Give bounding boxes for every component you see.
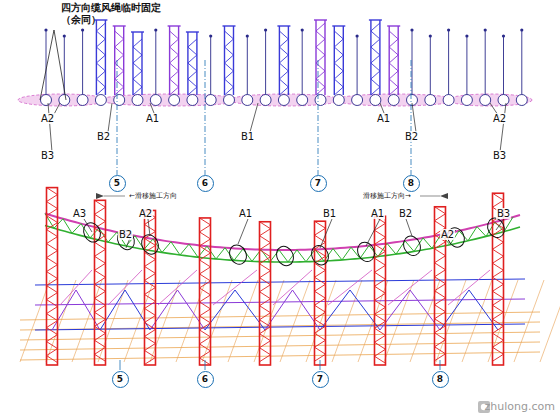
axis-number: 5 — [117, 374, 123, 384]
axis-number: 5 — [114, 178, 120, 188]
axis-circle: 5 — [109, 175, 126, 192]
member-label: A1 — [238, 208, 253, 219]
axis-number: 6 — [202, 374, 208, 384]
member-label: B2 — [404, 131, 419, 142]
member-label: A1 — [145, 113, 160, 124]
axis-circle: 6 — [197, 371, 214, 388]
member-label: A2 — [138, 208, 153, 219]
axis-number: 6 — [202, 178, 208, 188]
member-label: A3 — [72, 208, 87, 219]
axis-number: 8 — [408, 178, 414, 188]
member-label: A2 — [440, 229, 455, 240]
direction-label: ←滑移施工方向 — [128, 192, 178, 200]
member-label: A1 — [370, 208, 385, 219]
member-label: A2 — [40, 113, 55, 124]
member-label: A2 — [492, 113, 507, 124]
member-label: B3 — [496, 208, 511, 219]
axis-circle: 8 — [432, 371, 449, 388]
member-label: A1 — [376, 113, 391, 124]
callout-note: 四方向缆风绳临时固定（余同） — [60, 2, 166, 26]
axis-number: 8 — [437, 374, 443, 384]
member-label: B1 — [240, 131, 255, 142]
axis-circle: 5 — [112, 371, 129, 388]
member-label: B2 — [398, 208, 413, 219]
member-label: B1 — [322, 208, 337, 219]
axis-circle: 7 — [312, 371, 329, 388]
member-label: B2 — [118, 229, 133, 240]
member-label: B3 — [492, 150, 507, 161]
member-label: B2 — [96, 131, 111, 142]
axis-number: 7 — [315, 178, 321, 188]
axis-number: 7 — [317, 374, 323, 384]
axis-circle: 7 — [310, 175, 327, 192]
watermark: zhulong.com — [484, 401, 556, 412]
member-label: B3 — [40, 150, 55, 161]
axis-circle: 8 — [403, 175, 420, 192]
axis-circle: 6 — [197, 175, 214, 192]
direction-label: 滑移施工方向→ — [362, 192, 412, 200]
